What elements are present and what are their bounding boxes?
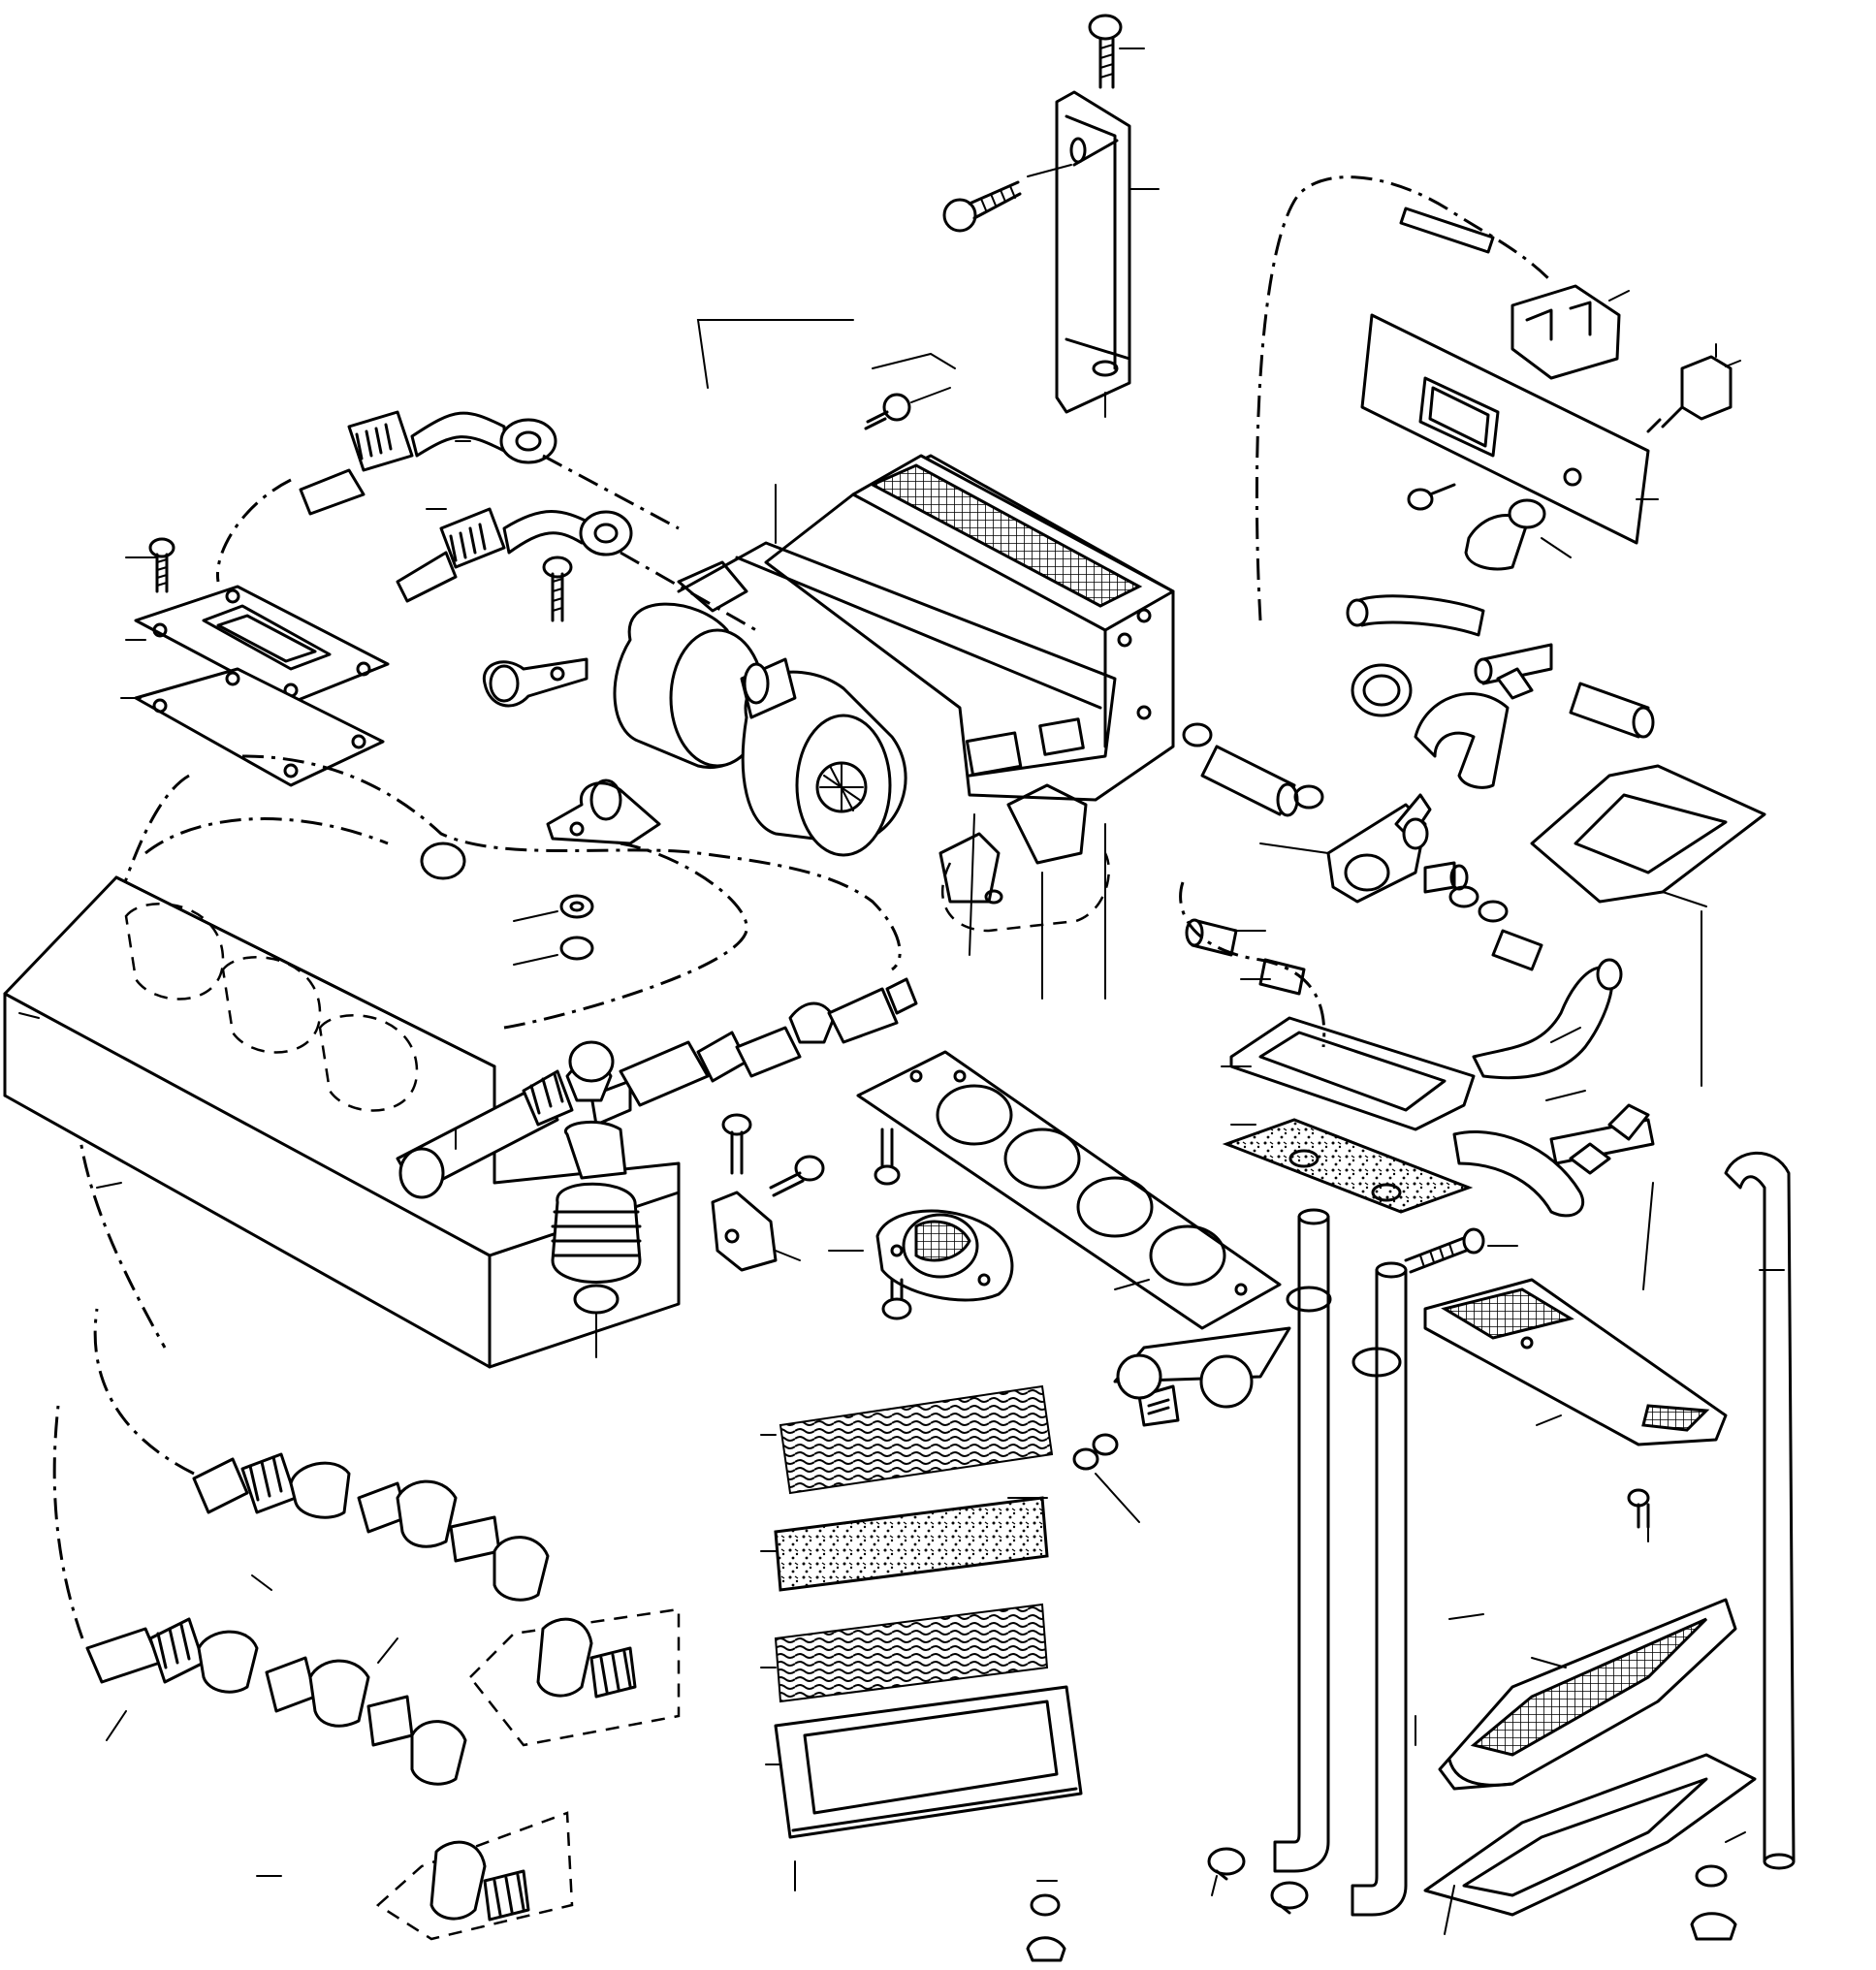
- hose-elbow-middle: [1414, 692, 1510, 789]
- heater-bracket-screws: [864, 387, 951, 430]
- long-coolant-pipe-far: [1724, 1151, 1796, 1870]
- hose-clamps-bottom: [1207, 1847, 1309, 1915]
- round-vent-gasket: [875, 1209, 1014, 1302]
- wiring-loop: [144, 817, 389, 855]
- hose-run: [620, 551, 757, 632]
- vent-grille-plate: [1423, 1278, 1728, 1446]
- pipe-segment: [1200, 745, 1299, 817]
- switch-panel: [1360, 313, 1650, 545]
- washer-nut-left: [513, 894, 594, 966]
- leader-lines: [18, 319, 1785, 1935]
- washer-nut-pair: [1072, 1433, 1140, 1523]
- bolt-left: [148, 537, 175, 593]
- tee-connector-lower: [1549, 1103, 1655, 1175]
- mounting-gasket-plate: [1229, 1016, 1476, 1131]
- hose-run: [93, 1308, 195, 1476]
- p-clamp-lower: [546, 778, 661, 845]
- lower-hose-fitting-upper: [192, 1452, 681, 1747]
- grommet: [1351, 663, 1413, 717]
- blower-heater-unit: [677, 454, 1175, 802]
- floor-vent-frame: [1423, 1753, 1757, 1917]
- foam-pad: [1222, 1118, 1474, 1214]
- pilot-light-socket: [1464, 498, 1572, 571]
- vent-frame-upper-right: [1530, 764, 1766, 907]
- hose-bend-lower: [1452, 1130, 1585, 1218]
- l-bracket-small: [711, 1191, 801, 1272]
- heater-mount-frame: [938, 783, 1110, 933]
- wiring-loop: [241, 754, 902, 971]
- tee-connector-upper: [1474, 643, 1553, 700]
- hose-u-bend: [1472, 958, 1623, 1080]
- hose-clip-loop: [420, 842, 466, 880]
- bolt-center: [542, 556, 573, 622]
- screw-vent: [1627, 1488, 1650, 1529]
- coolant-hose-fittings: [565, 977, 918, 1127]
- gasket-plate-top: [134, 585, 390, 705]
- valve-assembly: [1259, 793, 1432, 904]
- bolt-washer-center: [721, 1113, 825, 1197]
- floor-vent-grille: [1438, 1598, 1737, 1791]
- wiring-loop: [1179, 881, 1326, 1048]
- inline-fuse: [1399, 207, 1495, 254]
- hose-elbow-upper: [1346, 594, 1485, 637]
- multi-hole-gasket: [856, 1050, 1282, 1330]
- panel-screw: [1407, 483, 1456, 511]
- short-hose-right: [1569, 682, 1655, 739]
- battery-hose-fitting: [396, 1069, 574, 1199]
- long-coolant-pipe-left: [1273, 1208, 1330, 1873]
- battery-box: [3, 875, 681, 1369]
- hose-middle-left: [396, 507, 633, 603]
- relay-connector: [1510, 284, 1630, 380]
- hose-run: [52, 1405, 84, 1639]
- coupler-right: [1423, 861, 1509, 923]
- wing-nut-pair-right: [1690, 1864, 1737, 1941]
- hose-clamp: [1182, 722, 1324, 810]
- lower-hose-fitting-lower: [85, 1617, 574, 1941]
- p-clamp-upper: [482, 657, 588, 708]
- pipe-clamp-bracket: [1113, 1286, 1402, 1427]
- filter-media-stack: [774, 1384, 1083, 1839]
- mounting-bolt-top: [1088, 14, 1145, 89]
- hose-run: [215, 478, 292, 583]
- toggle-switch: [1646, 343, 1741, 433]
- pipe-lower-b: [1491, 929, 1543, 971]
- gasket-plate-bottom: [134, 667, 385, 787]
- screw-lower: [1404, 1227, 1518, 1274]
- drain-valve: [551, 1120, 642, 1358]
- blower-fan-housing: [613, 602, 907, 857]
- mounting-bolt-side: [942, 164, 1072, 233]
- hose-run: [542, 454, 680, 530]
- wing-nut-pair-center: [1026, 1893, 1066, 1962]
- wiring-loop: [503, 842, 748, 1030]
- mounting-bracket: [1055, 90, 1131, 414]
- long-coolant-pipe-right: [1351, 1261, 1408, 1917]
- hose-upper-left: [299, 410, 557, 516]
- bolt-gasket: [874, 1128, 912, 1320]
